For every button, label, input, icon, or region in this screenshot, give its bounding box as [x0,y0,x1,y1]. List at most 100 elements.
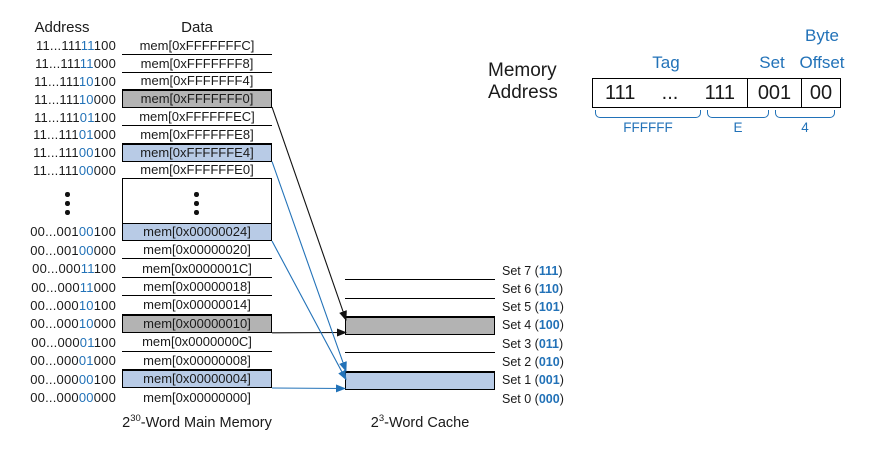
mid-hex-underbrace [707,110,769,118]
memory-row: 11...11111000 mem[0xFFFFFFF8] [4,54,272,73]
memory-address-binary: 11...11110000 [34,91,116,107]
memory-data-cell: mem[0xFFFFFFE0] [122,161,272,180]
memory-data-cell: mem[0x0000000C] [122,333,272,352]
memory-row: 11...11111100 mem[0xFFFFFFFC] [4,37,272,55]
memory-data-cell: mem[0x00000018] [122,277,272,297]
main-memory-lower-rows: 00...00100100 mem[0x00000024] 00...00100… [4,222,272,407]
caption-text: -Word Cache [384,415,470,431]
memory-data-cell: mem[0xFFFFFFE4] [122,143,272,162]
memory-data-cell: mem[0x00000004] [122,370,272,389]
memory-address-binary: 11...11100000 [33,162,116,178]
memory-address-binary: 00...00001000 [30,353,116,369]
memory-data-cell: mem[0xFFFFFFF4] [122,72,272,91]
arrow-memF0-to-set4 [271,106,347,321]
cache-set-label: Set 6 (110) [502,281,564,296]
cache-set-row: Set 0 (000) [345,389,564,408]
memory-address-binary: 00...00010100 [30,297,116,313]
cache-set-label: Set 1 (001) [502,373,564,388]
memory-row: 00...00000100 mem[0x00000004] [4,370,272,389]
tag-field-label: Tag [652,53,680,72]
mid-hex-value: E [733,120,743,135]
tag-hex-value: FFFFFF [623,120,673,135]
memory-row: 00...00001000 mem[0x00000008] [4,351,272,370]
memory-row: 11...11101000 mem[0xFFFFFFE8] [4,125,272,144]
byte-field-label: Byte [804,26,840,45]
memory-row: 00...00100100 mem[0x00000024] [4,222,272,241]
caption-base: 2 [370,415,379,431]
memory-address-binary: 11...11110100 [34,73,116,89]
memory-address-binary: 00...00000000 [30,390,116,406]
cache-set-label: Set 5 (101) [502,300,564,315]
cache-set-label: Set 2 (010) [502,354,564,369]
tag-bits-right: 111 [704,81,735,104]
cache-set-label: Set 3 (011) [502,336,564,351]
memory-data-cell: mem[0x00000024] [122,222,272,241]
memory-address-binary: 00...00011100 [32,261,116,277]
memory-row: 00...00011100 mem[0x0000001C] [4,259,272,278]
memory-address-binary: 00...00000100 [30,371,116,387]
memory-data-cell: mem[0x00000000] [122,388,272,407]
cache-set-row: Set 6 (110) [345,280,563,299]
memory-row: 00...00010000 mem[0x00000010] [4,314,272,334]
tag-field-value: 111 ... 111 [593,79,747,107]
memory-address-binary: 11...11111100 [36,38,116,54]
data-column-header: Data [181,19,213,36]
cache-set-label: Set 7 (111) [502,263,563,278]
arrow-mem04-to-set1 [271,384,346,393]
offset-field-value: 00 [801,79,840,107]
memory-address-binary: 11...11101100 [34,109,116,125]
cache-set-label: Set 4 (100) [502,318,564,333]
low-hex-value: 4 [801,120,809,135]
cache-rows: Set 7 (111) Set 6 (110) Set 5 (101) Set … [345,262,564,408]
tag-bits-dots: ... [661,81,679,104]
main-memory-caption: 230-Word Main Memory [87,413,307,431]
memory-address-binary: 11...11101000 [33,127,116,143]
memory-row: 00...00001100 mem[0x0000000C] [4,333,272,352]
memory-address-label-line1: Memory [488,60,557,81]
memory-address-label-line2: Address [488,82,558,103]
memory-data-cell: mem[0xFFFFFFF8] [122,54,272,73]
set-field-value: 001 [747,79,801,107]
memory-address-binary: 00...00010000 [30,316,116,332]
tag-bits-left: 111 [605,81,636,104]
memory-row: 11...11110100 mem[0xFFFFFFF4] [4,72,272,91]
memory-address-binary: 00...00011000 [31,279,116,295]
vertical-ellipsis-icon [194,192,199,215]
memory-data-cell: mem[0x00000020] [122,240,272,260]
cache-set-row: Set 2 (010) [345,353,564,372]
cache-set-row: Set 7 (111) [345,262,562,281]
cache-set-row: Set 4 (100) [345,316,564,335]
memory-row: 11...11101100 mem[0xFFFFFFEC] [4,108,272,126]
memory-data-cell: mem[0xFFFFFFEC] [122,108,272,126]
set-field-label: Set [759,53,785,72]
caption-exponent: 3 [378,413,385,424]
address-bit-fields-box: 111 ... 111 001 00 [592,78,841,108]
cache-set-row: Set 3 (011) [345,335,563,354]
memory-row: 00...00100000 mem[0x00000020] [4,240,272,260]
low-hex-underbrace [775,110,835,118]
address-column-header: Address [34,19,90,36]
cache-set-row: Set 5 (101) [345,298,564,317]
memory-address-binary: 00...00100100 [30,224,116,240]
memory-data-cell: mem[0xFFFFFFF0] [122,90,272,109]
memory-data-cell: mem[0xFFFFFFFC] [122,37,272,55]
offset-field-label: Offset [799,53,845,72]
memory-data-cell: mem[0x00000008] [122,351,272,370]
cache-caption: 23-Word Cache [330,413,510,431]
arrow-mem24-to-set1 [271,240,347,381]
caption-exponent: 30 [130,413,141,424]
memory-row: 11...11100100 mem[0xFFFFFFE4] [4,143,272,162]
memory-address-label: Memory Address [488,60,558,104]
caption-base: 2 [122,415,131,431]
tag-hex-underbrace [595,110,701,118]
cache-set-label: Set 0 (000) [502,391,564,406]
vertical-ellipsis-icon [65,192,70,215]
memory-data-cell: mem[0x00000014] [122,296,272,315]
memory-address-binary: 00...00100000 [30,242,116,258]
memory-address-binary: 00...00001100 [31,334,116,350]
memory-row: 00...00010100 mem[0x00000014] [4,296,272,315]
memory-data-cell: mem[0x0000001C] [122,259,272,278]
memory-row: 11...11110000 mem[0xFFFFFFF0] [4,90,272,109]
memory-data-cell: mem[0x00000010] [122,314,272,334]
